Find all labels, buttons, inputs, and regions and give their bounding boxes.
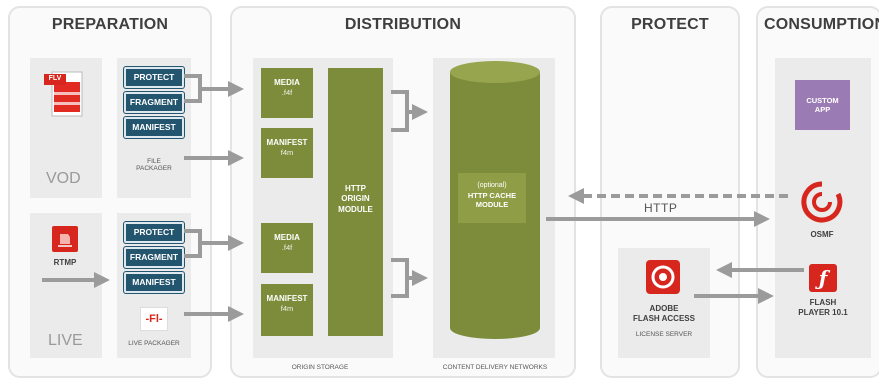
cdn-label: CONTENT DELIVERY NETWORKS xyxy=(442,364,548,371)
manifest-top-box: MANIFEST f4m xyxy=(261,128,313,178)
cache-module-label: HTTP CACHE MODULE xyxy=(467,191,517,209)
http-cache-module-box: (optional) HTTP CACHE MODULE xyxy=(458,173,526,223)
media-top-title: MEDIA xyxy=(274,78,300,87)
custom-app-box: CUSTOM APP xyxy=(795,80,850,130)
flash-player-label: FLASH PLAYER 10.1 xyxy=(798,298,848,317)
live-label: LIVE xyxy=(48,332,83,349)
media-bottom-box: MEDIA .f4f xyxy=(261,223,313,273)
osmf-icon xyxy=(800,180,844,224)
preparation-title: PREPARATION xyxy=(51,16,169,33)
flv-file-icon: FLV xyxy=(42,70,86,118)
protect-title: PROTECT xyxy=(631,16,709,33)
manifest-bottom-title: MANIFEST xyxy=(266,294,308,303)
consumption-title: CONSUMPTION xyxy=(764,16,879,33)
live-packager-icon-text: -Fl- xyxy=(145,313,163,325)
flash-access-label: ADOBE FLASH ACCESS xyxy=(633,304,695,323)
vod-protect-bracket-arrow xyxy=(184,74,240,101)
file-packager-label: FILE PACKAGER xyxy=(136,158,172,173)
rtmp-icon xyxy=(52,226,78,252)
flv-file-label: FLV xyxy=(48,75,62,82)
distribution-title: DISTRIBUTION xyxy=(344,16,462,33)
live-packager-label: LIVE PACKAGER xyxy=(128,340,180,347)
vod-label: VOD xyxy=(46,170,81,187)
live-protect-button[interactable]: PROTECT xyxy=(124,222,184,243)
media-bottom-ext: .f4f xyxy=(281,243,293,253)
vod-protect-button[interactable]: PROTECT xyxy=(124,67,184,88)
flash-access-icon xyxy=(646,260,680,294)
origin-to-cdn-bottom-arrow xyxy=(391,258,424,298)
license-server-label: LICENSE SERVER xyxy=(635,331,693,338)
http-origin-module: HTTP ORIGIN MODULE xyxy=(328,68,383,336)
rtmp-label: RTMP xyxy=(53,258,77,267)
flash-player-icon: ƒ xyxy=(809,264,837,292)
live-protect-bracket-arrow xyxy=(184,231,240,258)
manifest-bottom-box: MANIFEST f4m xyxy=(261,284,313,336)
manifest-top-title: MANIFEST xyxy=(266,138,308,147)
live-fragment-button[interactable]: FRAGMENT xyxy=(124,247,184,268)
vod-fragment-button[interactable]: FRAGMENT xyxy=(124,92,184,113)
cache-optional-label: (optional) xyxy=(477,182,507,189)
media-top-box: MEDIA .f4f xyxy=(261,68,313,118)
live-manifest-button[interactable]: MANIFEST xyxy=(124,272,184,293)
origin-storage-label: ORIGIN STORAGE xyxy=(291,364,349,371)
live-packager-icon: -Fl- xyxy=(140,307,168,331)
origin-to-cdn-top-arrow xyxy=(391,90,424,132)
media-bottom-title: MEDIA xyxy=(274,233,300,242)
manifest-bottom-ext: f4m xyxy=(280,304,294,314)
vod-manifest-button[interactable]: MANIFEST xyxy=(124,117,184,138)
http-label: HTTP xyxy=(644,201,678,215)
manifest-top-ext: f4m xyxy=(280,148,294,158)
flash-player-glyph: ƒ xyxy=(818,266,828,290)
osmf-label: OSMF xyxy=(810,230,834,239)
media-top-ext: .f4f xyxy=(281,88,293,98)
